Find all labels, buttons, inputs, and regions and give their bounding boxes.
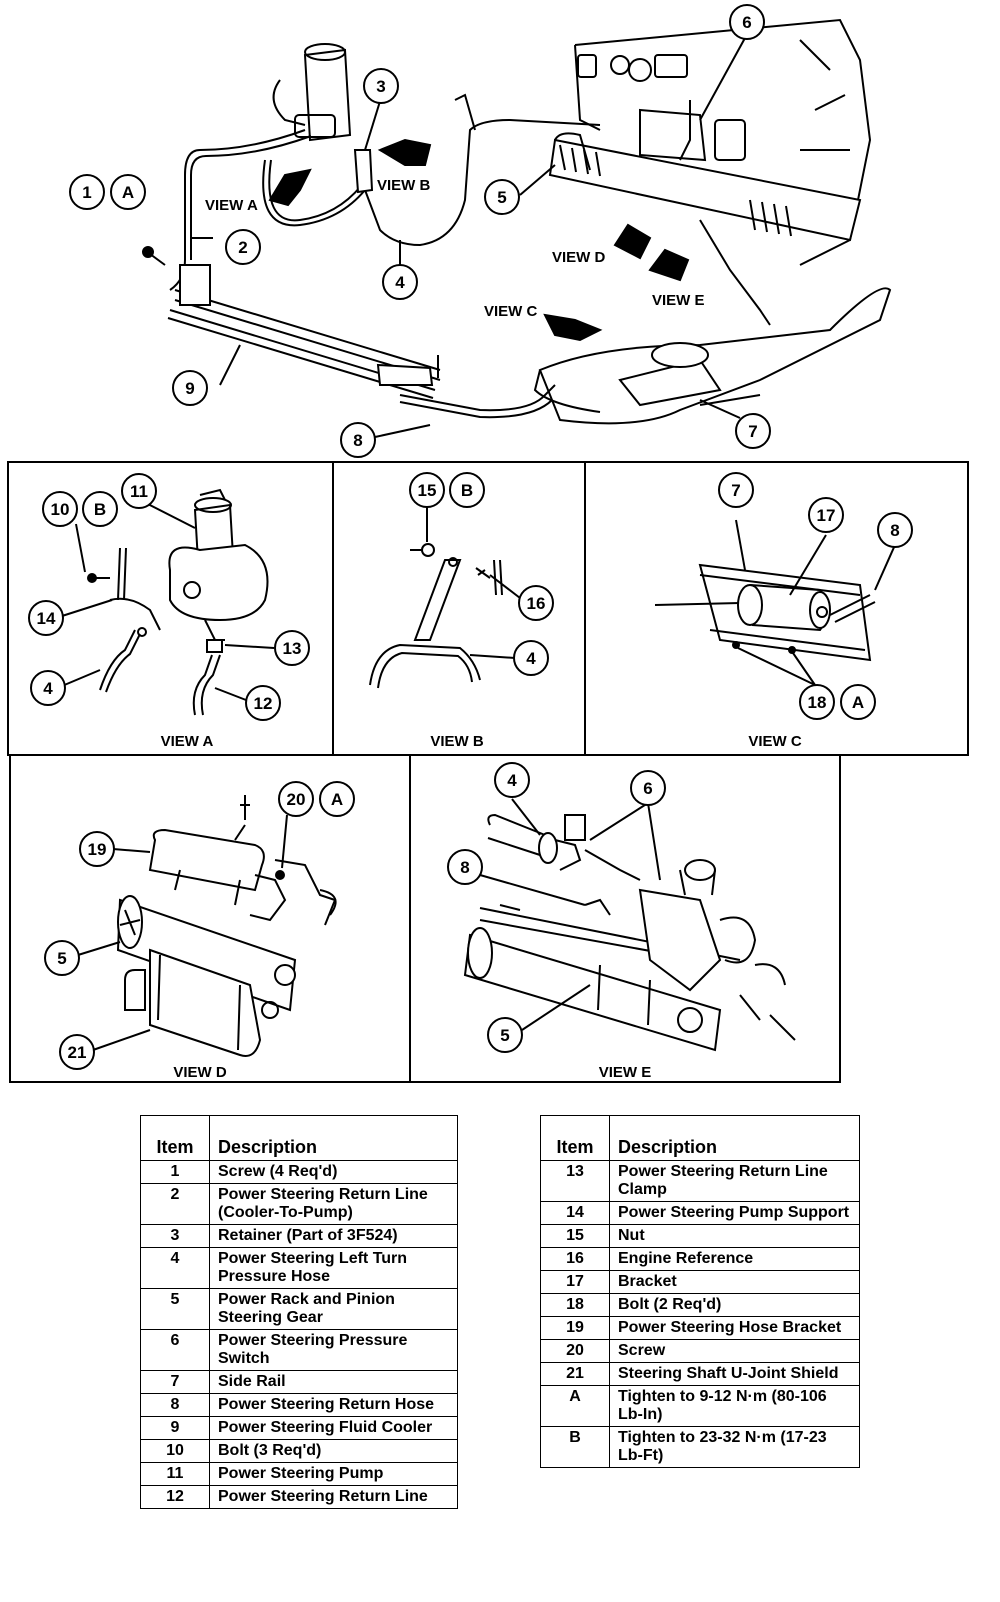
left-table-item-header: Item [140,1115,210,1161]
label-view-d: VIEW D [552,249,606,266]
view-d-drawing [77,795,337,1057]
callout-6: 6 [742,13,751,32]
svg-text:5: 5 [500,1026,509,1045]
svg-text:A: A [331,790,343,809]
svg-text:B: B [461,481,473,500]
svg-text:18: 18 [808,693,827,712]
svg-text:12: 12 [254,694,273,713]
view-e-panel [409,754,841,1083]
svg-text:19: 19 [88,840,107,859]
svg-text:14: 14 [37,609,56,628]
view-a-drawing [61,488,275,716]
svg-text:21: 21 [68,1043,87,1062]
svg-text:4: 4 [526,649,536,668]
label-view-a: VIEW A [205,197,258,214]
assembly-diagram: 1 A 2 3 4 5 6 7 8 9 VIEW A VIEW B VIEW D… [7,4,969,1083]
callout-7: 7 [748,422,757,441]
view-b-drawing [369,505,521,689]
view-e-drawing [463,798,796,1052]
main-callouts: 1 A 2 3 4 5 6 7 8 9 [69,4,771,458]
label-view-c: VIEW C [484,303,538,320]
left-table-description-header: Description [209,1115,458,1161]
svg-text:8: 8 [890,521,899,540]
main-view-labels: VIEW A VIEW B VIEW D VIEW E VIEW C [205,177,705,320]
callout-2: 2 [238,238,247,257]
view-a-callouts: 10 B 11 14 4 13 12 VIEW A [28,473,310,750]
svg-text:7: 7 [731,481,740,500]
svg-text:15: 15 [418,481,437,500]
callout-1: 1 [82,183,91,202]
callout-5: 5 [497,188,506,207]
view-c-caption: VIEW C [748,733,802,750]
callout-4: 4 [395,273,405,292]
right-table-description-header: Description [609,1115,860,1161]
label-view-e: VIEW E [652,292,705,309]
view-b-callouts: 15 B 16 4 VIEW B [409,472,554,750]
svg-text:8: 8 [460,858,469,877]
svg-text:10: 10 [51,500,70,519]
view-e-caption: VIEW E [599,1064,652,1081]
callout-9: 9 [185,379,194,398]
view-d-arrow [613,223,652,260]
svg-text:5: 5 [57,949,66,968]
view-e-arrow [648,248,690,282]
svg-text:4: 4 [507,771,517,790]
view-d-caption: VIEW D [173,1064,227,1081]
right-table-item-header: Item [540,1115,610,1161]
callout-letter-a: A [122,183,134,202]
svg-text:11: 11 [130,482,148,501]
view-a-caption: VIEW A [161,733,214,750]
svg-text:4: 4 [43,679,53,698]
main-overview [142,18,892,438]
svg-text:16: 16 [527,594,546,613]
view-c-drawing [654,519,896,686]
callout-8: 8 [353,431,362,450]
svg-text:17: 17 [817,506,836,525]
view-c-callouts: 7 17 8 18 A VIEW C [718,472,913,750]
view-e-callouts: 4 6 8 5 VIEW E [447,762,666,1081]
svg-text:B: B [94,500,106,519]
view-a-arrow [268,168,312,207]
svg-text:20: 20 [287,790,306,809]
svg-text:A: A [852,693,864,712]
view-d-callouts: 20 A 19 5 21 VIEW D [44,781,355,1081]
callout-3: 3 [376,77,385,96]
view-c-arrow [543,313,603,342]
view-b-arrow [377,138,432,166]
svg-text:13: 13 [283,639,302,658]
label-view-b: VIEW B [377,177,431,194]
svg-text:6: 6 [643,779,652,798]
view-b-caption: VIEW B [430,733,484,750]
